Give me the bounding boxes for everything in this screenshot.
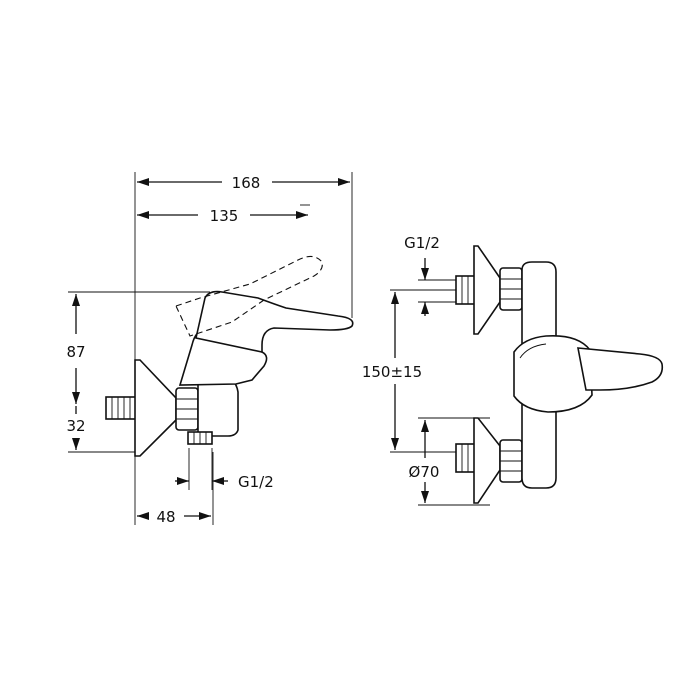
dimension-label-87: 87 <box>66 343 85 361</box>
arrow-icon <box>137 178 149 186</box>
dimension-label-thread-side: G1/2 <box>404 234 440 252</box>
arrow-icon <box>72 438 80 450</box>
arrow-icon <box>391 438 399 450</box>
dimension-label-48: 48 <box>156 508 175 526</box>
arrow-icon <box>421 302 429 314</box>
housing-highlight <box>519 343 547 359</box>
arrow-icon <box>421 420 429 432</box>
inlet-pipe <box>105 396 139 420</box>
lever-alternate-position <box>175 255 323 337</box>
arrow-icon <box>137 211 149 219</box>
arrow-icon <box>391 292 399 304</box>
front-view: G1/2 150±15 Ø70 <box>362 234 664 506</box>
side-view: 168 135 87 32 48 G1/2 <box>66 172 354 526</box>
arrow-icon <box>212 477 224 485</box>
cartridge-housing <box>513 334 593 413</box>
arrow-icon <box>338 178 350 186</box>
front-lever <box>577 347 664 391</box>
arrow-icon <box>421 491 429 503</box>
arrow-icon <box>72 392 80 404</box>
dimension-label-150: 150±15 <box>362 363 422 381</box>
rosette <box>134 359 177 457</box>
lever-handle <box>195 290 354 353</box>
arrow-icon <box>199 512 211 520</box>
arrow-icon <box>296 211 308 219</box>
dimension-label-32: 32 <box>66 417 85 435</box>
dimension-label-thread-front: G1/2 <box>238 473 274 491</box>
upper-rosette <box>473 245 501 335</box>
arrow-icon <box>177 477 189 485</box>
arrow-icon <box>137 512 149 520</box>
dimension-label-168: 168 <box>232 174 261 192</box>
arrow-icon <box>421 268 429 280</box>
arrow-icon <box>72 294 80 306</box>
dimension-label-rosette: Ø70 <box>409 463 440 481</box>
valve-body <box>197 378 239 437</box>
lower-rosette <box>473 417 501 504</box>
dimension-label-135: 135 <box>210 207 239 225</box>
